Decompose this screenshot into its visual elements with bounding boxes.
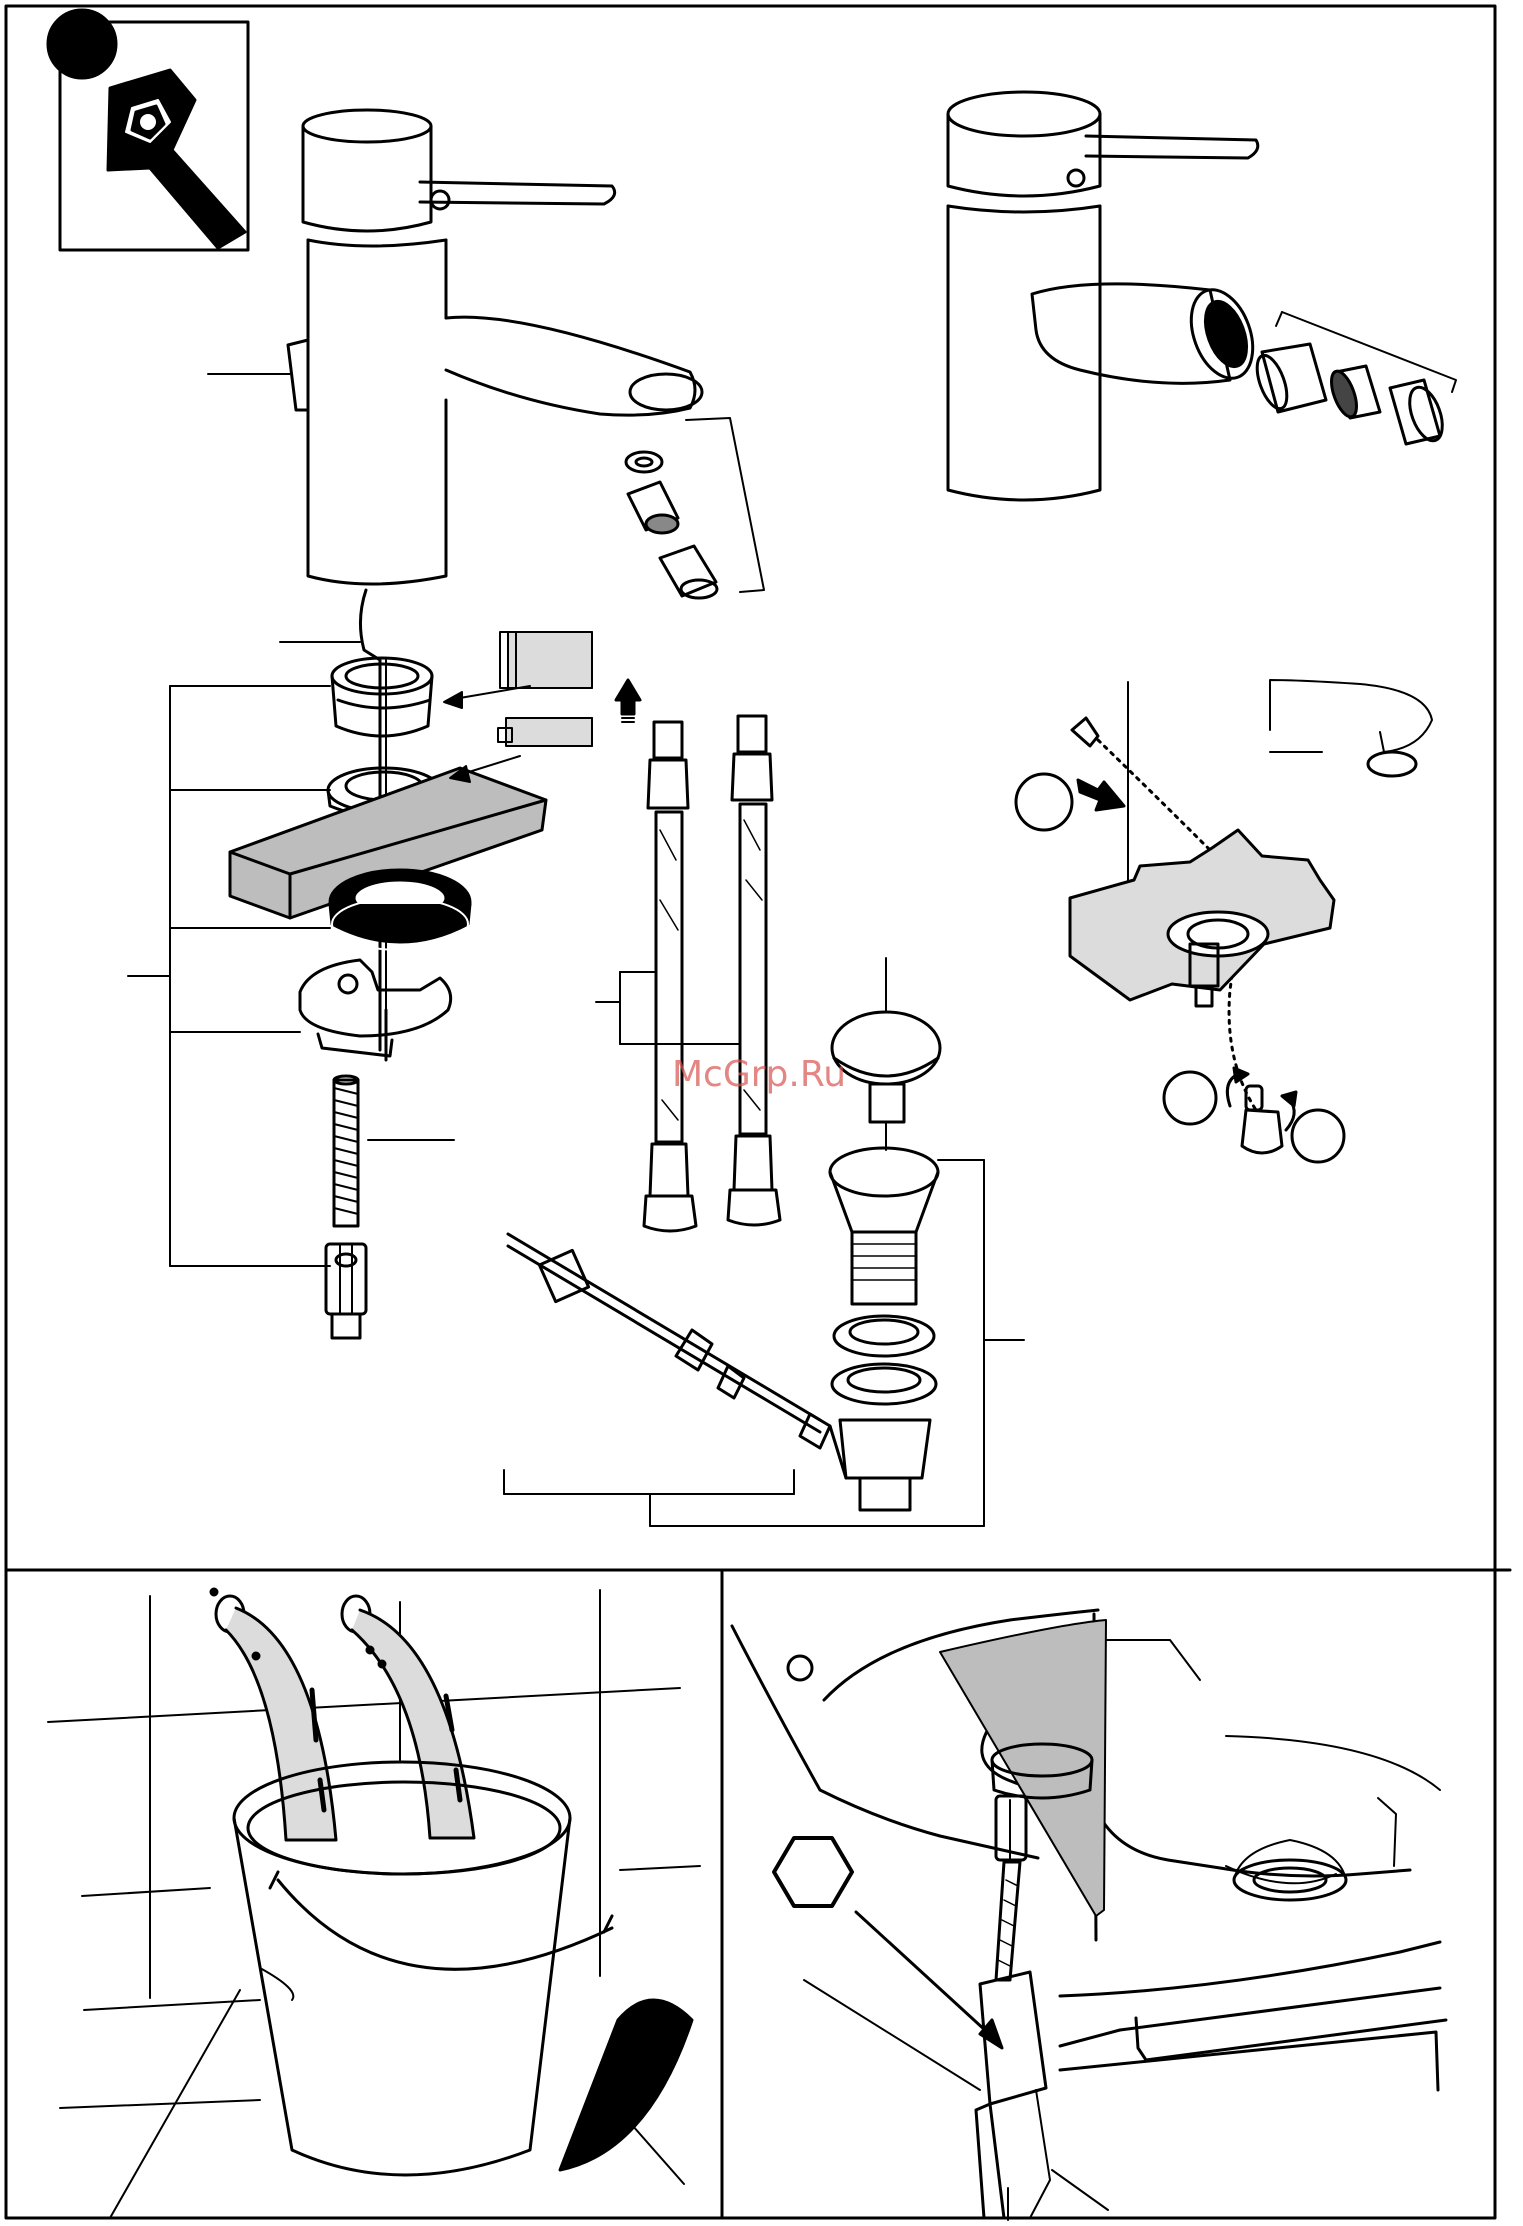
- tool-badge: [48, 10, 248, 250]
- spout-insert-parts: [1251, 312, 1456, 445]
- watermark: McGrp.Ru: [672, 1054, 846, 1095]
- aerator-parts: [626, 418, 764, 598]
- pipe-outlets: [211, 1589, 474, 1840]
- rubber-seal: [330, 870, 470, 950]
- flexible-hoses: [596, 716, 780, 1231]
- mixer-body: [288, 110, 702, 584]
- wrench-nut-icon: [108, 70, 245, 248]
- basin-mixer-exploded-view: [128, 110, 1024, 1526]
- arrow-icon: [856, 1912, 1002, 2048]
- pull-rod-linkage: [504, 1234, 846, 1526]
- arrow-icon: [1078, 780, 1124, 810]
- sleeve-callout: [444, 632, 640, 782]
- page-frame: [6, 6, 1510, 2218]
- threaded-stud: [334, 1076, 358, 1226]
- pipe-flushing-into-bucket: [48, 1589, 700, 2218]
- hex-nut: [326, 1244, 366, 1338]
- up-arrow-icon: [616, 680, 640, 722]
- bidet-mixer-spout-parts: [948, 92, 1456, 500]
- horseshoe-plate: [300, 960, 451, 1060]
- basin-drain: [1234, 1840, 1346, 1900]
- hexagon-icon: [774, 1838, 852, 1906]
- chain-clasp: [1242, 1086, 1282, 1153]
- threaded-sleeve: [332, 658, 432, 736]
- leader-lines: [804, 1980, 1108, 2220]
- step-marker-icon: [48, 10, 116, 78]
- flexible-hose-connection-under-basin: [732, 1610, 1446, 2220]
- basin-cross-section: [1070, 830, 1334, 1006]
- gray-pipe-shaft: [940, 1620, 1106, 1916]
- pop-up-waste-chain-detail: [1016, 680, 1432, 1162]
